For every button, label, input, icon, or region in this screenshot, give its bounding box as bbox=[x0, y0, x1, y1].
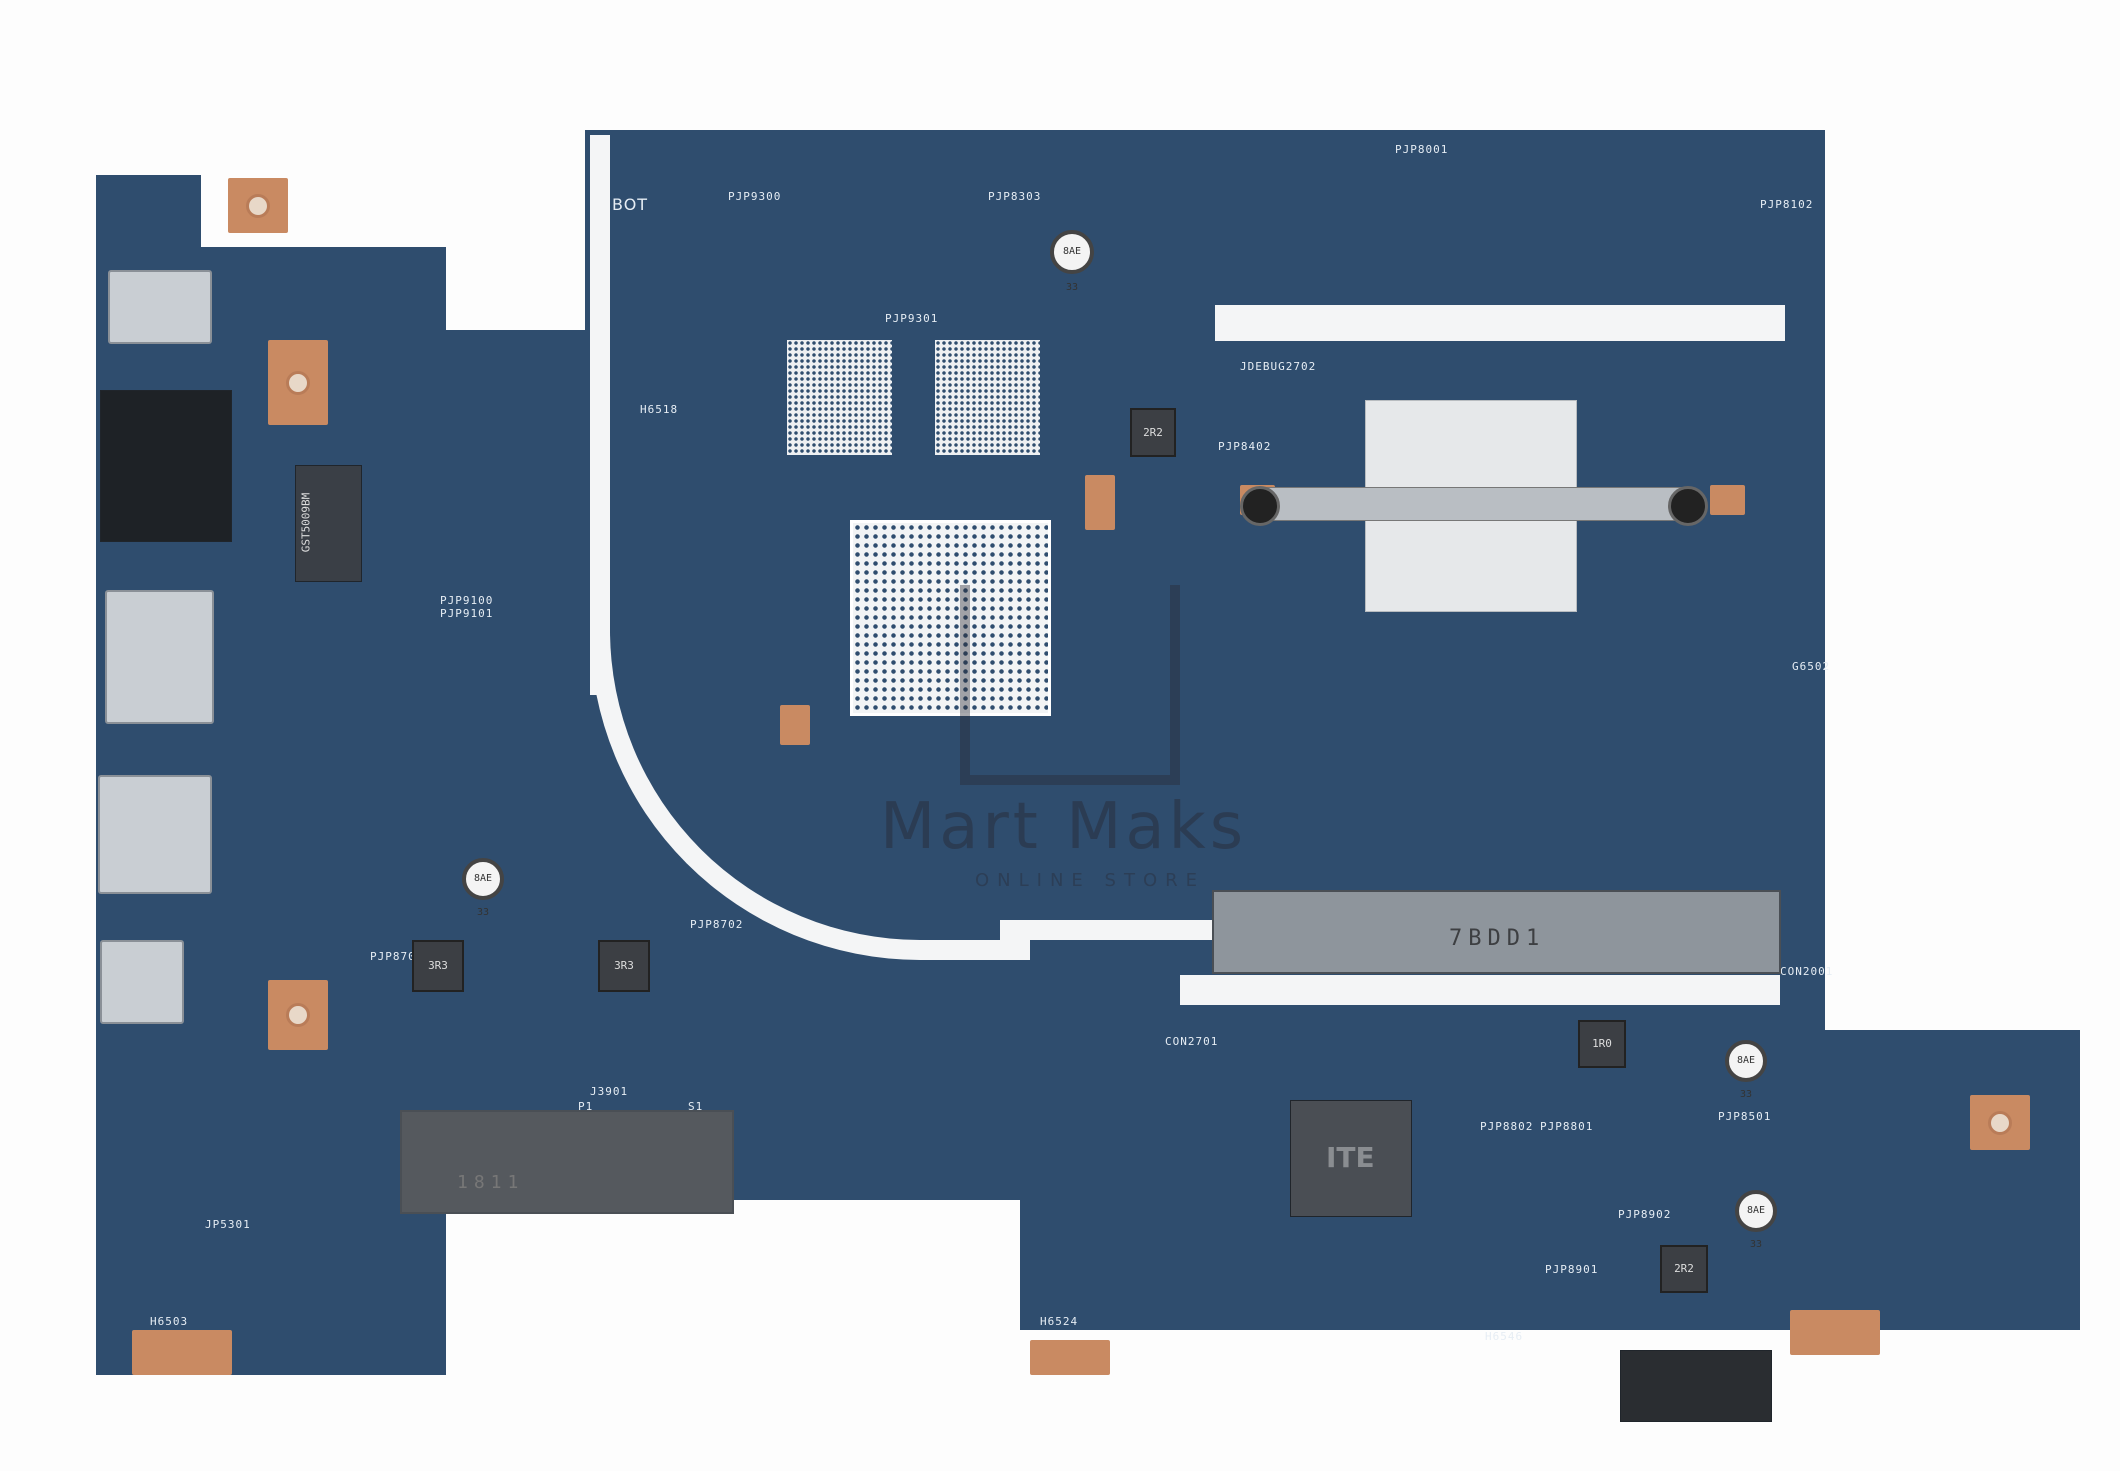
mount-pad bbox=[1970, 1095, 2030, 1150]
inductor: 2R2 bbox=[1660, 1245, 1708, 1293]
label-pjp8402: PJP8402 bbox=[1218, 440, 1272, 453]
keepout-strip-top bbox=[1215, 305, 1785, 341]
sata-hdd-connector: 1811 bbox=[400, 1110, 734, 1214]
label-h6546: H6546 bbox=[1485, 1330, 1524, 1343]
mount-pad bbox=[1030, 1340, 1110, 1375]
mount-pad bbox=[1790, 1310, 1880, 1355]
watermark-tagline: ONLINE STORE bbox=[975, 870, 1205, 891]
mount-pad bbox=[780, 705, 810, 745]
label-j3901: J3901 bbox=[590, 1085, 629, 1098]
dimm-slot: 7BDD1 bbox=[1212, 890, 1781, 974]
audio-jack bbox=[100, 940, 184, 1024]
pcb-left-upper bbox=[230, 330, 590, 1050]
lan-transformer-chip: GST5009BM bbox=[295, 465, 362, 582]
screw bbox=[1668, 486, 1708, 526]
label-side: BOT bbox=[612, 195, 649, 214]
keepout-strip-vertical bbox=[590, 135, 610, 695]
ethernet-jack bbox=[100, 390, 232, 542]
inductor: 1R0 bbox=[1578, 1020, 1626, 1068]
heatsink-bracket bbox=[1265, 487, 1687, 521]
label-pjp8701: PJP8701 bbox=[370, 950, 424, 963]
ec-chip-ite: ITE bbox=[1290, 1100, 1412, 1217]
label-pjp9300: PJP9300 bbox=[728, 190, 782, 203]
label-pjp9301: PJP9301 bbox=[885, 312, 939, 325]
mount-pad bbox=[268, 340, 328, 425]
hdmi-port bbox=[105, 590, 214, 724]
label-pjp8901: PJP8901 bbox=[1545, 1263, 1599, 1276]
inductor: 3R3 bbox=[598, 940, 650, 992]
mount-pad bbox=[268, 980, 328, 1050]
label-pjp9101: PJP9101 bbox=[440, 607, 494, 620]
label-pjp8303: PJP8303 bbox=[988, 190, 1042, 203]
label-pjp8702: PJP8702 bbox=[690, 918, 744, 931]
mount-pad bbox=[228, 178, 288, 233]
label-pjp8801: PJP8801 bbox=[1540, 1120, 1594, 1133]
label-pjp8902: PJP8902 bbox=[1618, 1208, 1672, 1221]
label-pjp8001: PJP8001 bbox=[1395, 143, 1449, 156]
dimm-marking: 7BDD1 bbox=[1449, 926, 1546, 951]
label-con2701: CON2701 bbox=[1165, 1035, 1219, 1048]
label-con2001: CON2001 bbox=[1780, 965, 1834, 978]
mount-pad bbox=[1085, 475, 1115, 530]
label-pjp8501: PJP8501 bbox=[1718, 1110, 1772, 1123]
usb-a-port bbox=[98, 775, 212, 894]
battery-connector bbox=[1620, 1350, 1772, 1422]
cpu-bga-footprint bbox=[850, 520, 1051, 716]
watermark-logo-icon bbox=[960, 585, 1180, 785]
electrolytic-capacitor: 8AE 33 bbox=[1725, 1040, 1767, 1100]
inductor: 3R3 bbox=[412, 940, 464, 992]
inductor: 2R2 bbox=[1130, 408, 1176, 457]
label-jp5301: JP5301 bbox=[205, 1218, 251, 1231]
label-h6503: H6503 bbox=[150, 1315, 189, 1328]
electrolytic-capacitor: 8AE 33 bbox=[1050, 230, 1094, 293]
mount-pad bbox=[132, 1330, 232, 1375]
electrolytic-capacitor: 8AE 33 bbox=[1735, 1190, 1777, 1250]
label-g6502: G6502 bbox=[1792, 660, 1831, 673]
label-p1: P1 bbox=[578, 1100, 594, 1113]
label-s1: S1 bbox=[688, 1100, 704, 1113]
usb-c-port bbox=[108, 270, 212, 344]
label-jdebug: JDEBUG2702 bbox=[1240, 360, 1317, 373]
watermark-brand: Mart Maks bbox=[880, 790, 1248, 864]
label-pjp9100: PJP9100 bbox=[440, 594, 494, 607]
keepout-strip-bottom bbox=[1180, 975, 1780, 1005]
label-pjp8802: PJP8802 bbox=[1480, 1120, 1534, 1133]
label-pjp8102: PJP8102 bbox=[1760, 198, 1814, 211]
pcb-lower-right bbox=[1020, 1030, 2080, 1330]
label-h6524: H6524 bbox=[1040, 1315, 1079, 1328]
lan-chip-marking: GST5009BM bbox=[299, 492, 313, 553]
ec-chip-brand: ITE bbox=[1326, 1141, 1375, 1174]
bga-chip bbox=[935, 340, 1040, 455]
bga-chip bbox=[787, 340, 892, 455]
label-h6518: H6518 bbox=[640, 403, 679, 416]
screw bbox=[1240, 486, 1280, 526]
mount-pad bbox=[1710, 485, 1745, 515]
hdd-connector-marking: 1811 bbox=[457, 1172, 525, 1193]
electrolytic-capacitor: 8AE 33 bbox=[462, 858, 504, 918]
